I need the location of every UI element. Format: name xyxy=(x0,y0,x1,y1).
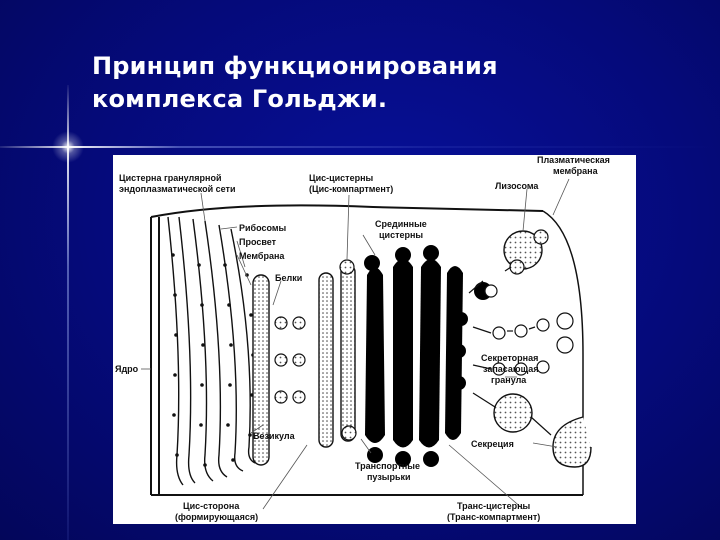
medial-trans-cisternae xyxy=(365,259,463,448)
slide-title: Принцип функционирования комплекса Гольд… xyxy=(92,50,652,116)
secretory-vesicles xyxy=(492,312,574,376)
leader-lines xyxy=(141,178,570,510)
label-transport-line-1: Транспортные xyxy=(355,461,420,471)
rough-er-cisternae xyxy=(167,216,256,486)
label-secretion: Секреция xyxy=(471,439,514,449)
secretion-exocytosis xyxy=(552,416,592,468)
golgi-diagram-panel: Цистерна гранулярной эндоплазматической … xyxy=(113,155,636,524)
label-cisterna-line-1: Цистерна гранулярной xyxy=(119,173,221,183)
label-cis-side-line-2: (формирующаяся) xyxy=(175,512,258,522)
cis-vesicle-top xyxy=(339,259,355,275)
secretory-granule xyxy=(493,393,533,433)
cisterna-buds xyxy=(364,245,492,467)
label-cis-side-line-1: Цис-сторона xyxy=(183,501,240,511)
decorative-star-glow xyxy=(52,131,84,163)
label-cis-cisterns-line-1: Цис-цистерны xyxy=(309,173,374,183)
label-medial-line-1: Срединные xyxy=(375,219,427,229)
slide-title-line-1: Принцип функционирования xyxy=(92,52,498,80)
label-transport-line-2: пузырьки xyxy=(367,472,411,482)
label-membrane: Мембрана xyxy=(239,251,285,261)
label-secretory-line-2: запасающая xyxy=(483,364,539,374)
golgi-diagram: Цистерна гранулярной эндоплазматической … xyxy=(115,155,610,522)
label-ribosomes: Рибосомы xyxy=(239,223,287,233)
label-trans-line-1: Транс-цистерны xyxy=(457,501,531,511)
er-lumen xyxy=(252,274,270,466)
label-plasma-line-1: Плазматическая xyxy=(537,155,610,165)
slide-title-line-2: комплекса Гольджи. xyxy=(92,85,388,113)
decorative-horizontal-line xyxy=(0,146,720,148)
label-secretory-line-1: Секреторная xyxy=(481,353,538,363)
cis-vesicle-bottom xyxy=(341,425,357,441)
label-lysosome: Лизосома xyxy=(495,181,539,191)
label-lumen: Просвет xyxy=(239,237,277,247)
label-vesicle: Везикула xyxy=(253,431,296,441)
label-medial-line-2: цистерны xyxy=(379,230,423,240)
lysosome xyxy=(484,229,549,298)
label-proteins: Белки xyxy=(275,273,302,283)
decorative-vertical-line xyxy=(67,85,69,540)
cis-cisterna-2 xyxy=(340,264,356,442)
cis-cisterna-1 xyxy=(318,272,334,448)
label-trans-line-2: (Транс-компартмент) xyxy=(447,512,540,522)
er-transport-vesicles xyxy=(274,316,306,404)
label-cisterna-line-2: эндоплазматической сети xyxy=(119,184,236,194)
label-cis-cisterns-line-2: (Цис-компартмент) xyxy=(309,184,393,194)
label-nucleus: Ядро xyxy=(115,364,139,374)
label-plasma-line-2: мембрана xyxy=(553,166,599,176)
label-secretory-line-3: гранула xyxy=(491,375,527,385)
pathway-arrows xyxy=(468,266,552,436)
